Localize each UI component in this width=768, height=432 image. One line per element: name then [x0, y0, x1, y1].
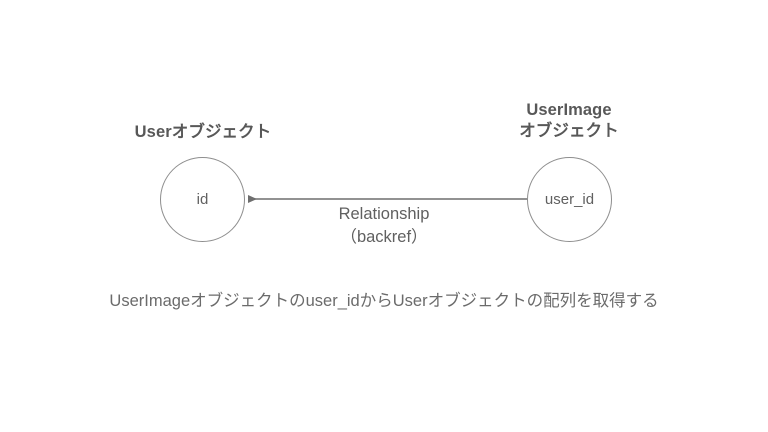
userimage-node-circle: user_id	[527, 157, 612, 242]
relationship-label: Relationship （backref）	[339, 203, 430, 249]
userimage-node-field-label: user_id	[544, 191, 595, 208]
userimage-heading-line-1: UserImage	[526, 101, 612, 119]
diagram-caption: UserImageオブジェクトのuser_idからUserオブジェクトの配列を取…	[109, 292, 659, 310]
userimage-heading-line-2: オブジェクト	[519, 122, 619, 140]
userimage-object-heading: UserImage オブジェクト	[519, 100, 619, 142]
relationship-label-line-1: Relationship	[338, 205, 430, 223]
user-node-circle: id	[160, 157, 245, 242]
user-node-field-label: id	[196, 191, 209, 208]
relationship-label-line-2: （backref）	[340, 228, 428, 246]
user-object-heading: Userオブジェクト	[134, 123, 272, 141]
